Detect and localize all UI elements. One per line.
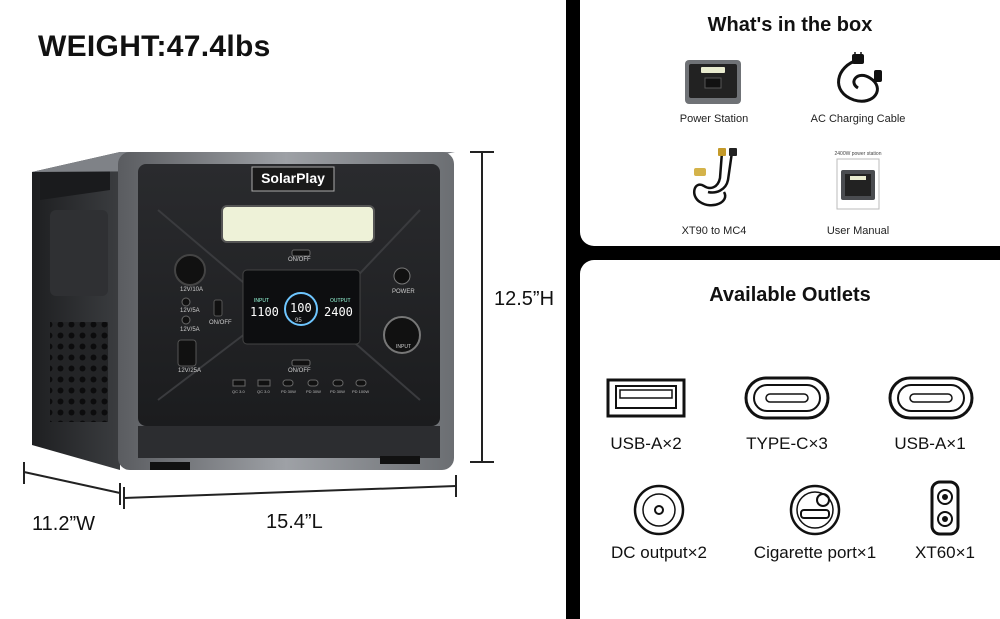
whats-in-the-box-panel: What's in the box Power Station AC Charg…: [580, 0, 1000, 246]
onoff-left-label: ON/OFF: [209, 320, 232, 326]
xt60-port-icon: [930, 480, 960, 536]
screen-input-label: INPUT: [254, 298, 269, 304]
usb-port-label: QC 3.0: [257, 389, 270, 394]
ac-cable-icon: [837, 52, 882, 103]
outlet-label: USB-A×1: [894, 434, 966, 453]
power-label: POWER: [392, 289, 415, 295]
dc-output-icon: [633, 484, 685, 536]
manual-cover-text: 2400W power station: [834, 151, 882, 157]
cigarette-port-icon: [789, 484, 841, 536]
dc-12v25a-label: 12V/25A: [178, 368, 202, 374]
screen-input-value: 1100: [250, 305, 279, 319]
screen-percent: 100: [290, 301, 312, 315]
dc-12v5a-label-2: 12V/5A: [180, 327, 200, 333]
type-c-port-icon: [744, 376, 830, 420]
usb-port-label: QC 3.0: [232, 389, 245, 394]
box-item-label: XT90 to MC4: [681, 225, 747, 237]
onoff-bottom-label: ON/OFF: [288, 368, 311, 374]
available-outlets-panel: Available Outlets USB-A×2 TYPE-C×3 USB-A…: [580, 260, 1000, 619]
width-dimension: 11.2”W: [32, 513, 95, 535]
box-item-label: User Manual: [826, 225, 890, 237]
outlet-label: XT60×1: [914, 543, 975, 562]
box-item-label: AC Charging Cable: [810, 113, 906, 125]
usb-port-label: PD 30W: [330, 389, 345, 394]
dc-12v5a-label-1: 12V/5A: [180, 308, 200, 314]
onoff-top-label: ON/OFF: [288, 257, 311, 263]
outlet-label: TYPE-C×3: [746, 434, 828, 453]
input-label: INPUT: [396, 344, 411, 350]
screen-output-value: 2400: [324, 305, 353, 319]
power-station-illustration: [23, 151, 494, 509]
height-dimension: 12.5”H: [494, 288, 555, 310]
length-dimension: 15.4”L: [266, 511, 323, 533]
power-station-icon: [685, 60, 741, 104]
usb-port-labels: QC 3.0 QC 3.0 PD 30W PD 30W PD 30W PD 10…: [228, 389, 378, 397]
outlet-label: USB-A×2: [610, 434, 682, 453]
user-manual-icon: [836, 158, 880, 210]
usb-port-label: PD 30W: [281, 389, 296, 394]
product-dimensions-panel: WEIGHT:47.4lbs: [0, 0, 566, 619]
usb-port-label: PD 30W: [306, 389, 321, 394]
usb-port-label: PD 100W: [352, 389, 370, 394]
brand-logo: SolarPlay: [261, 170, 325, 186]
dc-12v10a-label: 12V/10A: [180, 287, 204, 293]
outlet-label: Cigarette port×1: [753, 543, 877, 562]
weight-label: WEIGHT:47.4lbs: [38, 30, 271, 63]
usb-a-port-icon: [606, 378, 686, 418]
screen-output-label: OUTPUT: [330, 298, 351, 304]
box-item-label: Power Station: [679, 113, 749, 125]
xt90-mc4-cable-icon: [692, 148, 737, 207]
outlets-title: Available Outlets: [709, 284, 871, 306]
outlet-label: DC output×2: [611, 543, 707, 562]
usb-a-rounded-port-icon: [888, 376, 974, 420]
screen-sub-value: 95: [295, 318, 302, 324]
box-title: What's in the box: [707, 14, 873, 36]
